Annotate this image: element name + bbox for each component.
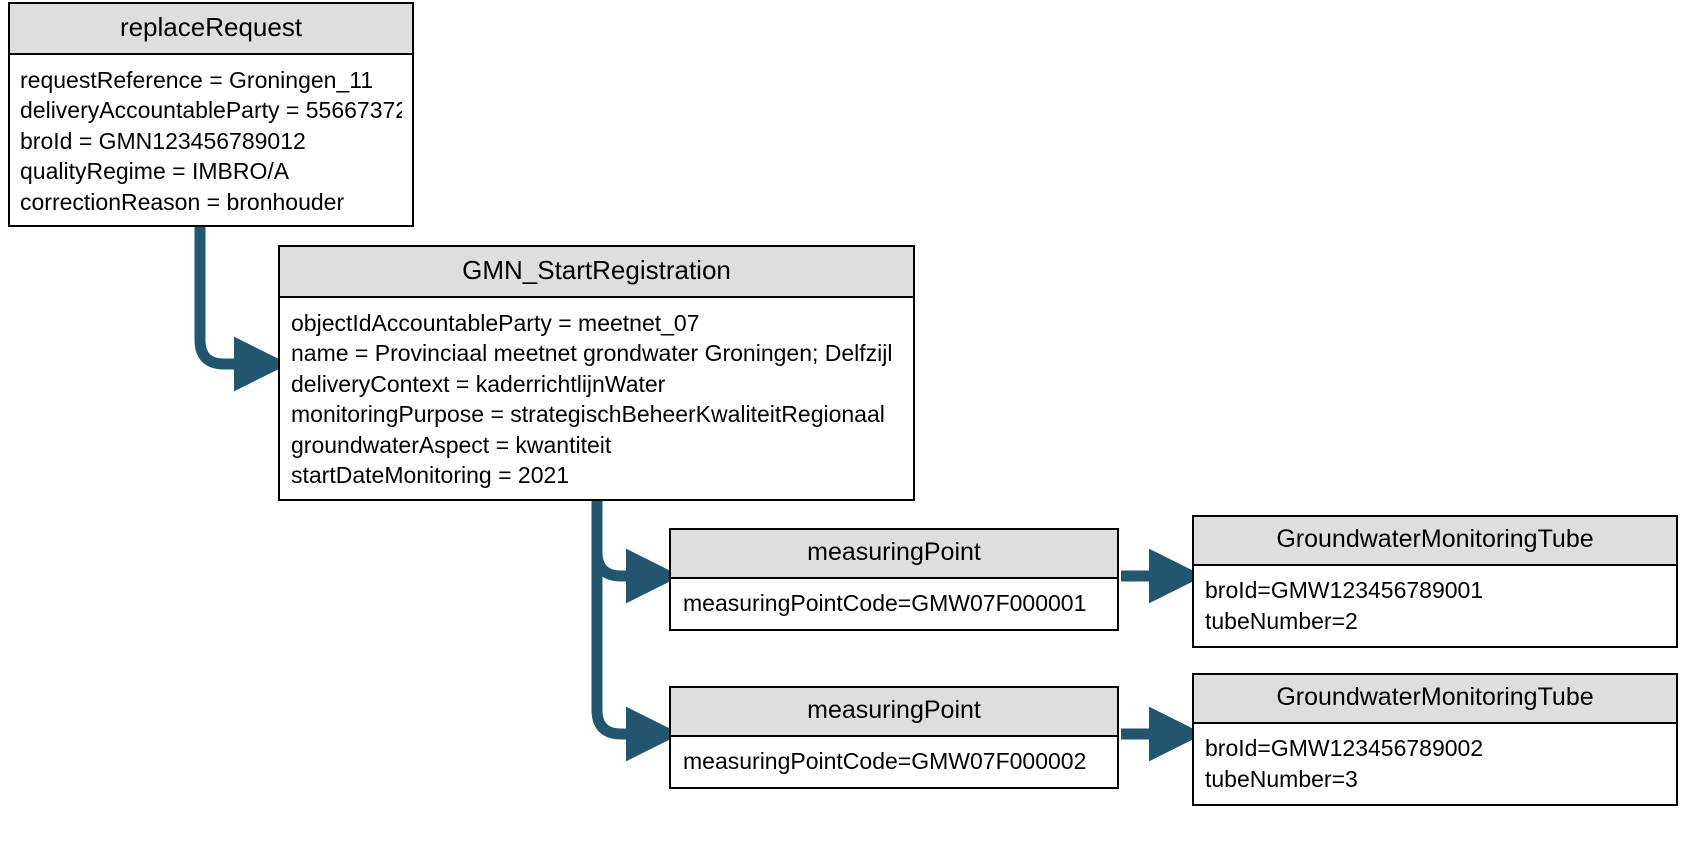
- attribute-row: measuringPointCode=GMW07F000002: [683, 748, 1087, 775]
- node-groundwater-monitoring-tube-1[interactable]: GroundwaterMonitoringTube broId=GMW12345…: [1192, 515, 1678, 649]
- attribute-row: broId=GMW123456789001: [1205, 577, 1484, 604]
- node-groundwater-monitoring-tube-2-title: GroundwaterMonitoringTube: [1194, 675, 1676, 725]
- node-gmn-start-registration-title: GMN_StartRegistration: [280, 247, 913, 298]
- node-replace-request-body: requestReference = Groningen_11 delivery…: [10, 54, 412, 226]
- node-measuring-point-2-body: measuringPointCode=GMW07F000002: [671, 737, 1117, 787]
- node-replace-request[interactable]: replaceRequest requestReference = Gronin…: [8, 2, 414, 228]
- node-gmn-start-registration-body: objectIdAccountableParty = meetnet_07 na…: [280, 297, 913, 499]
- node-groundwater-monitoring-tube-1-title: GroundwaterMonitoringTube: [1194, 517, 1676, 567]
- connector-replace-request-to-gmn-start-registration: [194, 204, 289, 392]
- attribute-row: measuringPointCode=GMW07F000001: [683, 590, 1087, 617]
- node-measuring-point-1[interactable]: measuringPoint measuringPointCode=GMW07F…: [669, 528, 1119, 631]
- attribute-row: tubeNumber=3: [1205, 765, 1358, 792]
- attribute-row: requestReference = Groningen_11: [20, 66, 374, 93]
- attribute-row: deliveryAccountableParty = 55667372: [20, 97, 402, 124]
- node-groundwater-monitoring-tube-1-body: broId=GMW123456789001 tubeNumber=2: [1194, 566, 1676, 647]
- attribute-row: name = Provinciaal meetnet grondwater Gr…: [291, 340, 893, 367]
- connector-gmn-start-registration-to-measuring-point-2: [591, 552, 681, 762]
- attribute-row: broId = GMN123456789012: [20, 127, 306, 154]
- attribute-row: monitoringPurpose = strategischBeheerKwa…: [291, 401, 885, 428]
- attribute-row: objectIdAccountableParty = meetnet_07: [291, 309, 700, 336]
- node-measuring-point-1-body: measuringPointCode=GMW07F000001: [671, 579, 1117, 629]
- attribute-row: qualityRegime = IMBRO/A: [20, 158, 290, 185]
- node-measuring-point-2-title: measuringPoint: [671, 688, 1117, 738]
- attribute-row: groundwaterAspect = kwantiteit: [291, 431, 612, 458]
- attribute-row: correctionReason = bronhouder: [20, 188, 345, 215]
- node-groundwater-monitoring-tube-2-body: broId=GMW123456789002 tubeNumber=3: [1194, 724, 1676, 805]
- attribute-row: startDateMonitoring = 2021: [291, 462, 570, 489]
- node-measuring-point-2[interactable]: measuringPoint measuringPointCode=GMW07F…: [669, 686, 1119, 789]
- node-gmn-start-registration[interactable]: GMN_StartRegistration objectIdAccountabl…: [278, 245, 915, 501]
- node-groundwater-monitoring-tube-2[interactable]: GroundwaterMonitoringTube broId=GMW12345…: [1192, 673, 1678, 807]
- node-replace-request-title: replaceRequest: [10, 4, 412, 55]
- attribute-row: deliveryContext = kaderrichtlijnWater: [291, 370, 666, 397]
- attribute-row: broId=GMW123456789002: [1205, 735, 1484, 762]
- attribute-row: tubeNumber=2: [1205, 607, 1358, 634]
- node-measuring-point-1-title: measuringPoint: [671, 530, 1117, 580]
